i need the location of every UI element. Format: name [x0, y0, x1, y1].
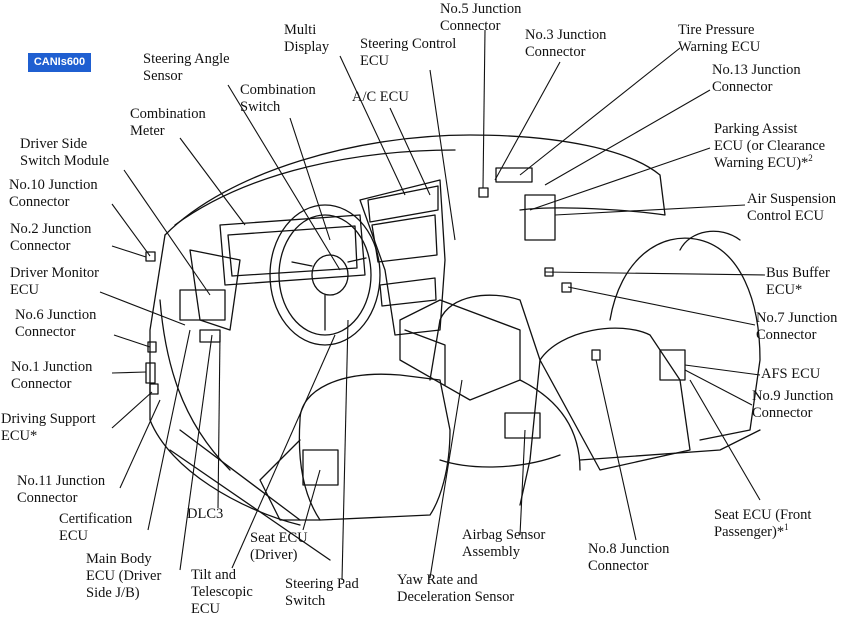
label-tire-pressure-ecu: Tire Pressure Warning ECU	[678, 22, 761, 55]
label-no5-junction: No.5 Junction Connector	[440, 1, 522, 34]
label-steering-angle-sensor: Steering Angle Sensor	[143, 51, 230, 84]
tire-pressure-box	[495, 167, 533, 183]
no5-junction-box	[478, 187, 489, 198]
label-seat-ecu-driver: Seat ECU (Driver)	[250, 530, 308, 563]
label-driver-side-switch-module: Driver Side Switch Module	[20, 136, 110, 169]
dlc3-box	[199, 329, 221, 343]
label-main-body-ecu: Main Body ECU (Driver Side J/B)	[86, 551, 162, 601]
label-air-suspension-ecu: Air Suspension Control ECU	[747, 191, 837, 224]
center-stack	[359, 179, 446, 336]
no8-junction-box	[591, 349, 601, 361]
label-no2-junction: No.2 Junction Connector	[10, 221, 92, 254]
driving-support-box	[149, 383, 159, 395]
label-no6-junction: No.6 Junction Connector	[15, 307, 97, 340]
label-afs-ecu: AFS ECU	[761, 366, 821, 382]
label-no8-junction: No.8 Junction Connector	[588, 541, 670, 574]
no6-junction-box	[147, 341, 157, 353]
label-steering-control-ecu: Steering Control ECU	[360, 36, 457, 69]
label-seat-ecu-front-passenger: Seat ECU (Front Passenger)*1	[714, 507, 812, 540]
label-steering-pad-switch: Steering Pad Switch	[285, 576, 359, 609]
label-no1-junction: No.1 Junction Connector	[11, 359, 93, 392]
label-no3-junction: No.3 Junction Connector	[525, 27, 607, 60]
label-no7-junction: No.7 Junction Connector	[756, 310, 838, 343]
label-no10-junction: No.10 Junction Connector	[9, 177, 98, 210]
airbag-sensor-box	[504, 412, 541, 439]
label-driving-support-ecu: Driving Support ECU*	[1, 411, 96, 444]
air-suspension-box	[524, 194, 556, 241]
label-no13-junction: No.13 Junction Connector	[712, 62, 801, 95]
label-no11-junction: No.11 Junction Connector	[17, 473, 106, 506]
label-yaw-rate-sensor: Yaw Rate and Deceleration Sensor	[397, 572, 515, 605]
label-no9-junction: No.9 Junction Connector	[752, 388, 834, 421]
label-driver-monitor-ecu: Driver Monitor ECU	[10, 265, 99, 298]
label-tilt-telescopic-ecu: Tilt and Telescopic ECU	[191, 567, 253, 617]
driver-seat	[298, 373, 451, 521]
dashboard-outline	[164, 134, 666, 236]
driver-switch-box	[179, 289, 226, 321]
label-combination-meter: Combination Meter	[130, 106, 206, 139]
leader-lines	[99, 29, 766, 581]
label-multi-display: Multi Display	[284, 22, 330, 55]
no10-junction-box	[145, 251, 156, 262]
label-certification-ecu: Certification ECU	[59, 511, 133, 544]
label-airbag-sensor-assembly: Airbag Sensor Assembly	[462, 527, 546, 560]
seat-ecu-driver-box	[302, 449, 339, 486]
steering-wheel	[269, 204, 381, 346]
label-bus-buffer-ecu: Bus Buffer ECU*	[766, 265, 830, 298]
no1-junction-box	[145, 362, 156, 384]
label-ac-ecu: A/C ECU	[352, 89, 409, 105]
label-parking-assist-ecu: Parking Assist ECU (or Clearance Warning…	[714, 121, 826, 171]
label-combination-switch: Combination Switch	[240, 82, 316, 115]
label-dlc3: DLC3	[187, 506, 224, 522]
watermark-badge: CANIs600	[28, 53, 91, 72]
